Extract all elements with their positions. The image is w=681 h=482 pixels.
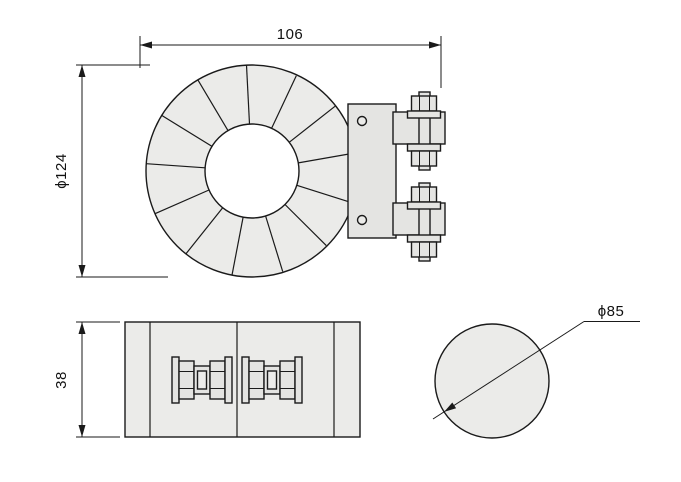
segment-line bbox=[154, 189, 210, 215]
hex-nut-upper bbox=[410, 95, 438, 112]
segment-line bbox=[197, 79, 229, 131]
side-bolt-left bbox=[171, 356, 233, 404]
washer-upper bbox=[406, 201, 442, 210]
arrowhead-left bbox=[140, 41, 152, 49]
segment-line bbox=[296, 184, 354, 204]
toroid-segments bbox=[146, 65, 356, 276]
segment-line bbox=[231, 217, 244, 276]
side-bolt-right bbox=[241, 356, 303, 404]
dimension-outer-diameter-label: ϕ124 bbox=[53, 153, 70, 188]
rivet-hole bbox=[356, 115, 368, 127]
segment-line bbox=[271, 75, 297, 129]
stud-end bbox=[196, 370, 208, 390]
dimension-width-label: 106 bbox=[277, 26, 304, 43]
hole-view: ϕ85 bbox=[432, 303, 640, 439]
bolt-stud bbox=[418, 91, 431, 171]
arrowhead-top bbox=[78, 65, 86, 77]
washer bbox=[241, 356, 250, 404]
hex-nut bbox=[279, 360, 296, 400]
side-view: 38 bbox=[53, 321, 361, 438]
segment-line bbox=[298, 152, 356, 164]
diameter-leader-line bbox=[432, 321, 585, 420]
segment-line bbox=[185, 207, 224, 255]
stud-end bbox=[266, 370, 278, 390]
segment-line bbox=[288, 105, 336, 143]
bolt-assembly-bottom bbox=[392, 182, 446, 262]
segment-line bbox=[245, 65, 251, 125]
leader-arrowhead bbox=[444, 402, 457, 412]
washer-upper bbox=[406, 110, 442, 119]
dimension-thickness: 38 bbox=[53, 321, 120, 438]
bolt-stud bbox=[418, 182, 431, 262]
toroid bbox=[145, 64, 359, 278]
washer bbox=[171, 356, 180, 404]
rivet-hole bbox=[356, 214, 368, 226]
arrowhead-right bbox=[429, 41, 441, 49]
arrowhead-top bbox=[78, 322, 86, 334]
arrowhead-bottom bbox=[78, 425, 86, 437]
terminal-bracket bbox=[347, 103, 397, 239]
dimension-hole-diameter: ϕ85 bbox=[432, 303, 640, 420]
arrowhead-bottom bbox=[78, 265, 86, 277]
dimension-width: 106 bbox=[139, 26, 442, 88]
hex-nut bbox=[209, 360, 226, 400]
hex-nut bbox=[178, 360, 195, 400]
segment-line bbox=[284, 204, 327, 247]
hex-nut-lower bbox=[410, 241, 438, 258]
washer-lower bbox=[406, 143, 442, 152]
washer-lower bbox=[406, 234, 442, 243]
bolt-assembly-top bbox=[392, 91, 446, 171]
bracket-plate bbox=[347, 103, 397, 239]
dimension-hole-diameter-label: ϕ85 bbox=[598, 303, 625, 320]
dimension-thickness-label: 38 bbox=[53, 371, 70, 389]
hex-nut bbox=[248, 360, 265, 400]
front-view: 106 ϕ124 bbox=[53, 26, 446, 278]
toroid-inner-hole bbox=[204, 123, 300, 219]
segment-line bbox=[146, 163, 206, 169]
hex-nut-lower bbox=[410, 150, 438, 167]
washer bbox=[294, 356, 303, 404]
segment-line bbox=[265, 215, 284, 272]
dimension-outer-diameter: ϕ124 bbox=[53, 64, 168, 278]
segment-line bbox=[161, 114, 213, 147]
washer bbox=[224, 356, 233, 404]
hex-nut-upper bbox=[410, 186, 438, 203]
